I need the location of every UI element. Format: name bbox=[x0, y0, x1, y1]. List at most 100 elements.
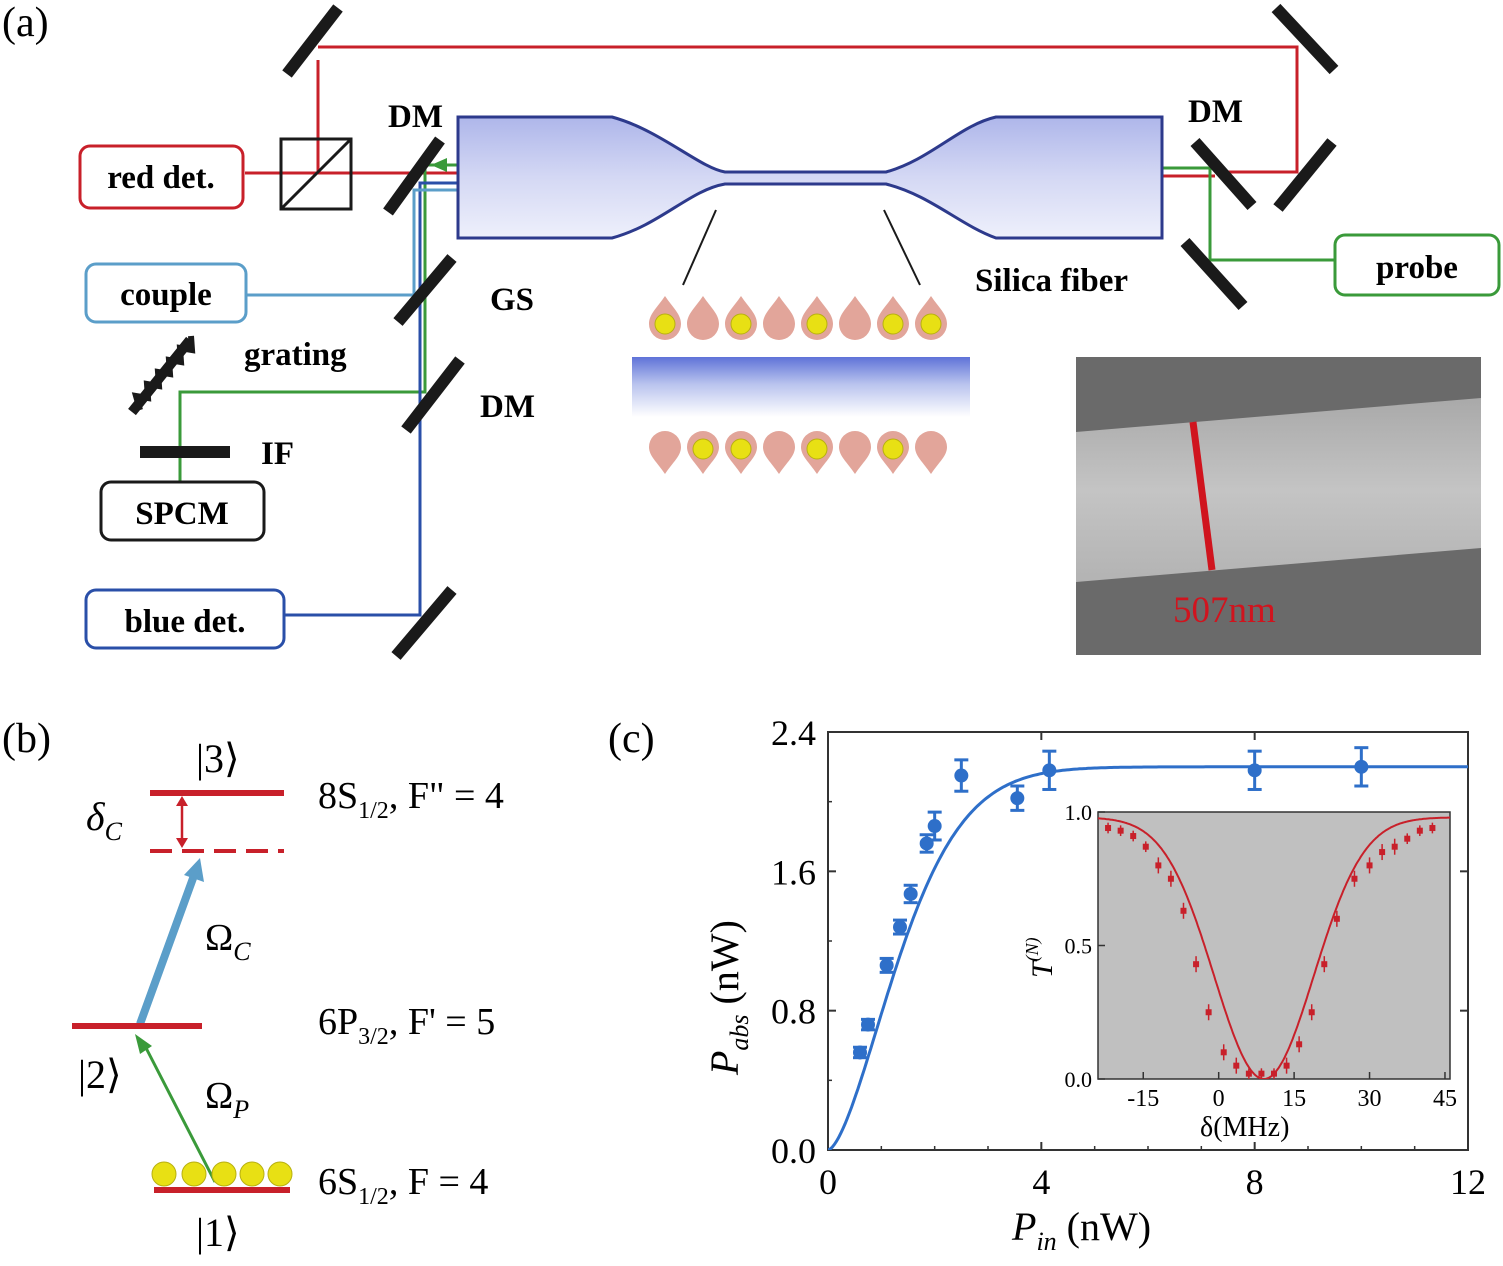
inset-y-tick-label: 1.0 bbox=[1065, 800, 1093, 825]
ground-atom bbox=[151, 1161, 177, 1187]
data-point bbox=[927, 819, 942, 834]
ket-2: |2⟩ bbox=[78, 1052, 122, 1097]
couple-box: couple bbox=[84, 262, 248, 324]
inset-x-tick-label: 30 bbox=[1358, 1086, 1382, 1112]
atom-core bbox=[730, 313, 752, 335]
sem-image: 507nm bbox=[1076, 357, 1481, 655]
y-tick-label: 1.6 bbox=[771, 852, 816, 892]
inset-data-point bbox=[1155, 862, 1162, 869]
atom-core bbox=[806, 438, 828, 460]
inset-data-point bbox=[1105, 825, 1112, 832]
beam-splitter-cube bbox=[279, 137, 353, 211]
panel-a-label: (a) bbox=[2, 0, 49, 46]
mirror-top-left bbox=[282, 4, 343, 78]
blue-beam-path bbox=[285, 181, 512, 617]
data-point bbox=[1042, 763, 1057, 778]
ground-atom bbox=[211, 1161, 237, 1187]
state-8s-label: 8S1/2, F" = 4 bbox=[318, 775, 504, 824]
tapered-fiber bbox=[456, 115, 1164, 240]
atom-shell bbox=[839, 296, 871, 340]
data-point bbox=[954, 768, 969, 783]
state-6s-label: 6S1/2, F = 4 bbox=[318, 1161, 488, 1210]
gs-label: GS bbox=[490, 282, 534, 318]
atom-core bbox=[882, 438, 904, 460]
mirrors bbox=[140, 3, 1339, 660]
state-6p-label: 6P3/2, F' = 5 bbox=[318, 1001, 495, 1050]
blue-det-label: blue det. bbox=[124, 604, 245, 640]
mirror-dm-lower bbox=[401, 356, 465, 434]
inset-x-tick-label: 15 bbox=[1282, 1086, 1306, 1112]
inset-data-point bbox=[1321, 961, 1328, 968]
data-point bbox=[1354, 759, 1369, 774]
silica-fiber-label: Silica fiber bbox=[975, 263, 1128, 299]
inset-data-point bbox=[1416, 827, 1423, 834]
data-point bbox=[861, 1017, 875, 1032]
mirror-dm-right bbox=[1190, 138, 1257, 210]
inset-data-points bbox=[1105, 822, 1436, 1079]
sem-scale-bar bbox=[1189, 421, 1216, 571]
inset-data-point bbox=[1205, 1009, 1212, 1016]
inset-data-point bbox=[1404, 835, 1411, 842]
ground-atom bbox=[239, 1161, 265, 1187]
atoms-row-top bbox=[649, 296, 947, 340]
coupling-arrow bbox=[136, 868, 200, 1026]
data-point bbox=[903, 886, 918, 901]
probe-arrow bbox=[142, 1043, 217, 1183]
ket-1: |1⟩ bbox=[196, 1210, 240, 1255]
inset-data-point bbox=[1296, 1041, 1303, 1048]
atom-core bbox=[806, 313, 828, 335]
spcm-box: SPCM bbox=[99, 480, 266, 542]
probe-box: probe bbox=[1333, 233, 1501, 297]
nanofiber-slab bbox=[632, 357, 970, 417]
dm-left-label: DM bbox=[388, 99, 443, 135]
main-data-points bbox=[853, 746, 1369, 1060]
atom-core bbox=[920, 313, 942, 335]
inset-data-point bbox=[1283, 1062, 1290, 1069]
atom-shell bbox=[763, 296, 795, 340]
green-arrowhead-left bbox=[431, 158, 447, 172]
inset-data-point bbox=[1180, 907, 1187, 914]
atom-shell bbox=[839, 431, 871, 474]
inset-data-point bbox=[1130, 833, 1137, 840]
mirror-gs bbox=[393, 254, 457, 326]
atom-core bbox=[692, 438, 714, 460]
atom-core bbox=[882, 313, 904, 335]
y-tick-label: 0.8 bbox=[771, 992, 816, 1032]
mirror-bottom bbox=[391, 586, 457, 660]
atom-core bbox=[730, 438, 752, 460]
mirror-top-right bbox=[1271, 3, 1339, 75]
x-tick-label: 12 bbox=[1450, 1162, 1486, 1202]
atom-core bbox=[654, 313, 676, 335]
green-beam-probe bbox=[1118, 166, 1335, 262]
x-tick-label: 4 bbox=[1032, 1162, 1050, 1202]
inset-x-axis-label: δ(MHz) bbox=[1200, 1112, 1289, 1143]
delta-c-symbol: δC bbox=[86, 794, 123, 846]
mirror-probe bbox=[1180, 237, 1248, 311]
data-point bbox=[1010, 791, 1025, 806]
ground-state-atoms bbox=[151, 1161, 293, 1187]
atoms-row-bottom bbox=[649, 431, 947, 474]
inset-data-point bbox=[1233, 1062, 1240, 1069]
red-det-label: red det. bbox=[107, 160, 215, 196]
inset-data-point bbox=[1366, 862, 1373, 869]
red-beam-loop bbox=[318, 45, 1299, 174]
inset-data-point bbox=[1220, 1049, 1227, 1056]
inset-y-tick-label: 0.0 bbox=[1065, 1067, 1093, 1092]
mirror-dm-left bbox=[383, 136, 445, 216]
panel-b: (b) |3⟩ δC ΩC |2⟩ ΩP |1⟩ 8S1/2, F" = 4 6… bbox=[2, 716, 504, 1255]
inset-data-point bbox=[1271, 1070, 1277, 1077]
grating-label: grating bbox=[244, 337, 347, 373]
inset-data-point bbox=[1258, 1070, 1265, 1077]
data-point bbox=[1247, 763, 1262, 778]
inset-y-tick-label: 0.5 bbox=[1065, 934, 1093, 959]
inset-data-point bbox=[1333, 915, 1340, 922]
x-tick-label: 8 bbox=[1246, 1162, 1264, 1202]
inset-data-point bbox=[1429, 825, 1436, 832]
dm-right-label: DM bbox=[1188, 94, 1243, 130]
inset-x-tick-label: 0 bbox=[1213, 1086, 1225, 1112]
omega-p-symbol: ΩP bbox=[205, 1075, 249, 1124]
atom-shell bbox=[763, 431, 795, 474]
data-point bbox=[893, 920, 907, 935]
